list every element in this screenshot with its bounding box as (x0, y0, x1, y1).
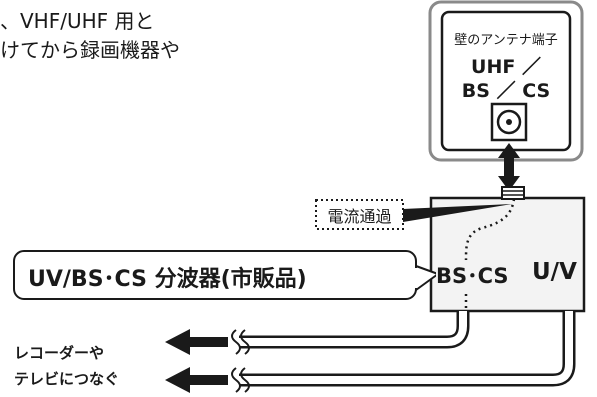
coax-socket-icon (490, 102, 528, 142)
cable-uv (239, 311, 576, 387)
port-uv-label: U/V (532, 259, 577, 285)
current-pass-label: 電流通過 (327, 207, 392, 226)
intro-line-1: 、VHF/UHF 用と (0, 9, 155, 33)
cable-break-mark (231, 329, 250, 393)
output-arrow-icon (165, 329, 228, 393)
wall-terminal-bs-cs: BS ／ CS (461, 80, 551, 102)
current-pass-path (464, 198, 516, 261)
destination-line-1: レコーダーや (14, 344, 105, 362)
wall-terminal-uhf: UHF ／ (471, 56, 541, 78)
current-pass-pointer (403, 204, 512, 222)
splitter-input-connector (501, 186, 525, 200)
destination-line-2: テレビにつなぐ (14, 370, 120, 388)
connection-arrow-icon (498, 143, 520, 191)
splitter-name-label: UV/BS･CS 分波器(市販品) (28, 267, 307, 292)
wall-terminal-title: 壁のアンテナ端子 (454, 33, 558, 48)
splitter-body (429, 196, 586, 313)
port-bs-cs-label: BS･CS (436, 260, 509, 290)
intro-line-2: けてから録画機器や (0, 38, 180, 62)
cable-bs-cs (239, 311, 470, 349)
